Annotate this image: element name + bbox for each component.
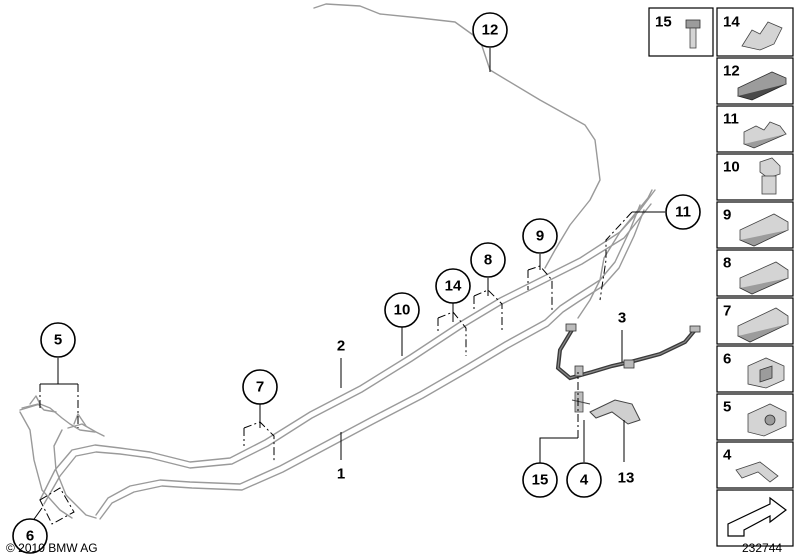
- panel-item-4[interactable]: 4: [716, 441, 794, 489]
- bracket-13[interactable]: [571, 391, 641, 425]
- svg-text:10: 10: [394, 302, 411, 319]
- clip-round-icon: [747, 403, 787, 437]
- clip-5-marks: [21, 395, 105, 437]
- callout-6: 6: [12, 518, 48, 554]
- copyright-text: © 2010 BMW AG: [6, 541, 98, 555]
- callout-15: 15: [522, 462, 558, 498]
- svg-text:6: 6: [723, 351, 731, 368]
- clip-block-icon: [747, 357, 785, 389]
- parts-panel: 15 14 12 11: [648, 7, 794, 547]
- pipe-holder-double-icon: [739, 213, 789, 247]
- svg-text:15: 15: [532, 472, 549, 489]
- svg-text:10: 10: [723, 159, 740, 176]
- svg-text:4: 4: [723, 447, 732, 464]
- pipe-holder-stepped-icon: [737, 307, 789, 343]
- svg-text:12: 12: [482, 22, 499, 39]
- svg-text:5: 5: [54, 332, 62, 349]
- callout-8: 8: [470, 242, 506, 278]
- panel-arrow-box: [716, 489, 794, 547]
- panel-item-6[interactable]: 6: [716, 345, 794, 393]
- panel-item-10[interactable]: 10: [716, 153, 794, 201]
- callout-4: 4: [566, 462, 602, 498]
- brake-hose-3[interactable]: [555, 323, 701, 381]
- svg-text:5: 5: [723, 399, 731, 416]
- callout-7: 7: [242, 369, 278, 405]
- label-2: 2: [337, 338, 345, 355]
- svg-text:11: 11: [723, 111, 739, 128]
- callout-9: 9: [522, 218, 558, 254]
- panel-item-15[interactable]: 15: [648, 7, 714, 57]
- svg-text:14: 14: [445, 278, 462, 295]
- spring-clip-icon: [735, 461, 779, 483]
- svg-text:11: 11: [675, 204, 691, 221]
- brake-line-1[interactable]: [95, 204, 645, 520]
- panel-item-8[interactable]: 8: [716, 249, 794, 297]
- svg-text:12: 12: [723, 63, 740, 80]
- svg-text:7: 7: [723, 303, 731, 320]
- hex-nut-icon: [759, 157, 781, 195]
- pipe-holder-triple-icon: [743, 121, 787, 149]
- double-clip-icon: [741, 21, 783, 51]
- svg-text:8: 8: [484, 252, 492, 269]
- callout-11: 11: [665, 194, 701, 230]
- brake-line-2[interactable]: [39, 189, 653, 505]
- panel-item-7[interactable]: 7: [716, 297, 794, 345]
- svg-text:7: 7: [256, 379, 264, 396]
- panel-item-9[interactable]: 9: [716, 201, 794, 249]
- svg-text:14: 14: [723, 14, 740, 31]
- svg-text:4: 4: [580, 472, 589, 489]
- arrow-icon: [727, 496, 787, 537]
- panel-item-5[interactable]: 5: [716, 393, 794, 441]
- svg-text:8: 8: [723, 255, 731, 272]
- label-13: 13: [618, 470, 635, 487]
- label-3: 3: [618, 310, 626, 327]
- panel-item-14[interactable]: 14: [716, 7, 794, 57]
- svg-text:9: 9: [536, 228, 544, 245]
- callout-12: 12: [472, 12, 508, 48]
- callout-14: 14: [435, 268, 471, 304]
- svg-text:9: 9: [723, 207, 731, 224]
- brake-line-upper-12: [313, 3, 601, 269]
- callout-5: 5: [40, 322, 76, 358]
- brake-line-11[interactable]: [577, 189, 656, 319]
- leader-lines: [31, 48, 665, 525]
- label-1: 1: [337, 466, 345, 483]
- panel-item-11[interactable]: 11: [716, 105, 794, 153]
- diagram-number: 232744: [742, 541, 783, 555]
- svg-text:15: 15: [655, 14, 672, 31]
- brake-line-left-loops: [19, 403, 97, 519]
- pipe-holder-quad-icon: [739, 261, 789, 295]
- pipe-holder-long-icon: [736, 71, 787, 101]
- bolt-icon: [685, 19, 701, 49]
- panel-item-12[interactable]: 12: [716, 57, 794, 105]
- svg-text:6: 6: [26, 528, 34, 545]
- callout-10: 10: [384, 292, 420, 328]
